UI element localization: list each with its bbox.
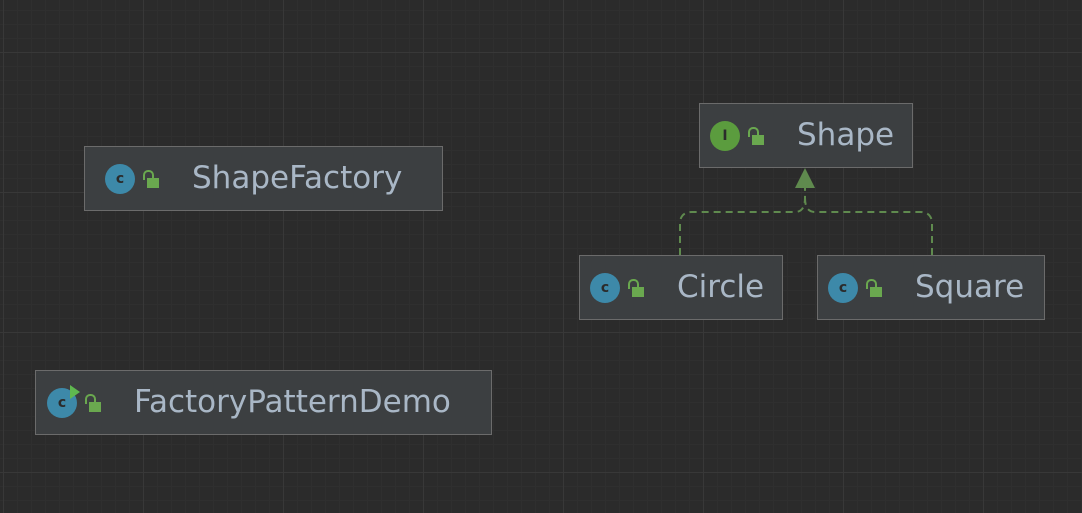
class-icon: c xyxy=(105,163,135,194)
public-access-icon xyxy=(85,393,101,412)
public-access-icon xyxy=(143,169,159,188)
node-circle[interactable]: c Circle xyxy=(579,255,783,320)
node-label: Square xyxy=(915,269,1025,305)
class-icon: c xyxy=(828,272,858,303)
node-shapefactory[interactable]: c ShapeFactory xyxy=(84,146,443,211)
class-icon: c xyxy=(590,272,620,303)
node-label: Circle xyxy=(677,269,765,305)
node-shape[interactable]: I Shape xyxy=(699,103,913,168)
public-access-icon xyxy=(748,126,764,145)
public-access-icon xyxy=(866,278,882,297)
node-square[interactable]: c Square xyxy=(817,255,1045,320)
implements-arrowhead xyxy=(795,168,815,188)
edge-square-implements-shape xyxy=(804,197,933,255)
node-label: Shape xyxy=(797,117,895,153)
node-label: ShapeFactory xyxy=(192,160,403,196)
node-factorypatterndemo[interactable]: c FactoryPatternDemo xyxy=(35,370,492,435)
interface-icon: I xyxy=(710,120,740,151)
node-label: FactoryPatternDemo xyxy=(134,384,451,420)
edge-circle-implements-shape xyxy=(679,188,806,255)
run-marker-icon xyxy=(70,384,80,399)
runnable-class-icon: c xyxy=(47,384,80,418)
public-access-icon xyxy=(628,278,644,297)
